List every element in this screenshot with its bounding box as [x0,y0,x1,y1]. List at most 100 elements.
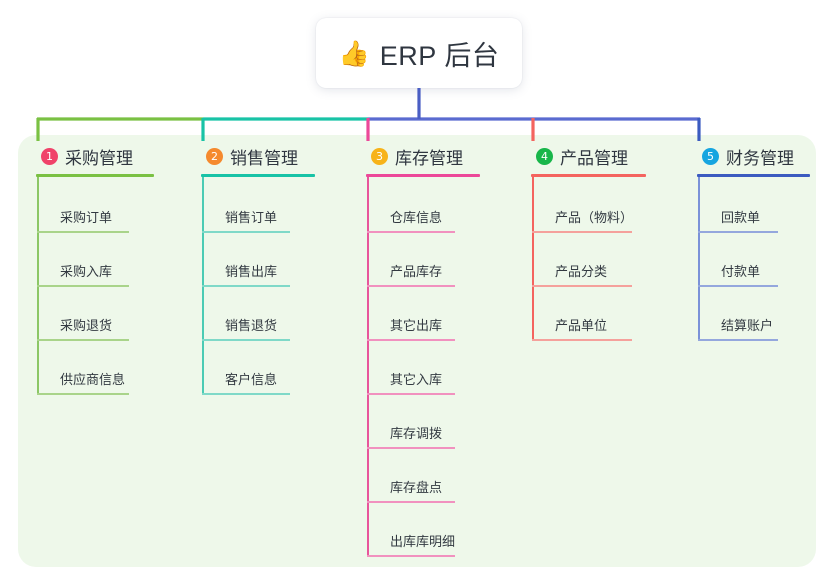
column-rule-5 [697,174,810,177]
column-title-4: 产品管理 [560,148,628,168]
leaf-item-rule [202,285,290,287]
leaf-item-rule [202,393,290,395]
column-badge-2: 2 [206,147,223,165]
leaf-item-rule [202,339,290,341]
leaf-item-rule [367,501,455,503]
leaf-item-rule [698,231,778,233]
column-title-5: 财务管理 [726,148,794,168]
leaf-item[interactable]: 其它出库 [366,287,480,341]
column-rule-2 [201,174,315,177]
leaf-item-label: 出库库明细 [390,534,456,549]
leaf-item[interactable]: 销售出库 [201,233,315,287]
column-header-5[interactable]: 5 财务管理 [697,143,810,169]
leaf-item-label: 供应商信息 [60,372,126,387]
column-2: 2 销售管理销售订单销售出库销售退货客户信息 [201,143,315,395]
column-title-2: 销售管理 [230,148,298,168]
page-title: ERP 后台 [379,40,500,71]
column-badge-3: 3 [371,147,388,165]
column-4: 4 产品管理产品（物料） 产品分类产品单位 [531,143,646,341]
leaf-item-rule [37,393,129,395]
leaf-item-rule [532,285,632,287]
leaf-item-label: 采购订单 [60,210,113,225]
column-items-5: 回款单付款单结算账户 [697,177,810,341]
leaf-item-label: 产品（物料） [555,210,634,225]
column-badge-4: 4 [536,147,553,165]
column-spine-5 [698,177,700,341]
leaf-item-label: 库存盘点 [390,480,443,495]
leaf-item[interactable]: 回款单 [697,177,810,233]
leaf-item-label: 产品库存 [390,264,443,279]
column-3: 3 库存管理仓库信息产品库存其它出库其它入库库存调拨库存盘点出库库明细 [366,143,480,557]
leaf-item-rule [532,231,632,233]
leaf-item[interactable]: 出库库明细 [366,503,480,557]
leaf-item-label: 其它入库 [390,372,443,387]
leaf-item[interactable]: 仓库信息 [366,177,480,233]
leaf-item-rule [532,339,632,341]
leaf-item-label: 结算账户 [721,318,774,333]
leaf-item-rule [367,339,455,341]
column-spine-3 [367,177,369,557]
leaf-item-label: 客户信息 [225,372,278,387]
leaf-item-label: 销售退货 [225,318,278,333]
column-badge-1: 1 [41,147,58,165]
root-title-card[interactable]: 👍 ERP 后台 [316,18,522,88]
leaf-item[interactable]: 其它入库 [366,341,480,395]
column-5: 5 财务管理回款单付款单结算账户 [697,143,810,341]
column-items-1: 采购订单采购入库采购退货供应商信息 [36,177,154,395]
column-rule-3 [366,174,480,177]
column-items-4: 产品（物料） 产品分类产品单位 [531,177,646,341]
leaf-item-rule [37,339,129,341]
leaf-item[interactable]: 产品单位 [531,287,646,341]
column-header-3[interactable]: 3 库存管理 [366,143,480,169]
leaf-item[interactable]: 库存盘点 [366,449,480,503]
leaf-item-rule [202,231,290,233]
content-panel [18,135,816,567]
leaf-item-label: 库存调拨 [390,426,443,441]
column-header-4[interactable]: 4 产品管理 [531,143,646,169]
leaf-item[interactable]: 产品（物料） [531,177,646,233]
column-items-2: 销售订单销售出库销售退货客户信息 [201,177,315,395]
leaf-item-rule [698,285,778,287]
leaf-item-label: 销售出库 [225,264,278,279]
leaf-item[interactable]: 销售退货 [201,287,315,341]
leaf-item-rule [367,555,455,557]
leaf-item-label: 采购退货 [60,318,113,333]
column-items-3: 仓库信息产品库存其它出库其它入库库存调拨库存盘点出库库明细 [366,177,480,557]
column-spine-4 [532,177,534,341]
leaf-item[interactable]: 产品分类 [531,233,646,287]
leaf-item-rule [367,393,455,395]
leaf-item[interactable]: 采购订单 [36,177,154,233]
column-1: 1 采购管理采购订单采购入库采购退货供应商信息 [36,143,154,395]
leaf-item-rule [37,231,129,233]
leaf-item[interactable]: 产品库存 [366,233,480,287]
leaf-item-label: 其它出库 [390,318,443,333]
leaf-item-label: 产品单位 [555,318,608,333]
leaf-item[interactable]: 库存调拨 [366,395,480,449]
leaf-item-label: 产品分类 [555,264,608,279]
column-title-1: 采购管理 [65,148,133,168]
leaf-item[interactable]: 结算账户 [697,287,810,341]
leaf-item-label: 付款单 [721,264,761,279]
leaf-item[interactable]: 供应商信息 [36,341,154,395]
leaf-item-rule [37,285,129,287]
column-title-3: 库存管理 [395,148,463,168]
leaf-item-label: 销售订单 [225,210,278,225]
leaf-item[interactable]: 采购退货 [36,287,154,341]
leaf-item[interactable]: 采购入库 [36,233,154,287]
leaf-item-label: 采购入库 [60,264,113,279]
column-rule-1 [36,174,154,177]
leaf-item[interactable]: 销售订单 [201,177,315,233]
leaf-item-rule [367,231,455,233]
leaf-item-rule [698,339,778,341]
leaf-item-label: 仓库信息 [390,210,443,225]
column-header-2[interactable]: 2 销售管理 [201,143,315,169]
column-badge-5: 5 [702,147,719,165]
leaf-item-rule [367,285,455,287]
column-rule-4 [531,174,646,177]
leaf-item[interactable]: 客户信息 [201,341,315,395]
thumbs-up-icon: 👍 [338,39,370,68]
column-header-1[interactable]: 1 采购管理 [36,143,154,169]
leaf-item[interactable]: 付款单 [697,233,810,287]
leaf-item-label: 回款单 [721,210,761,225]
